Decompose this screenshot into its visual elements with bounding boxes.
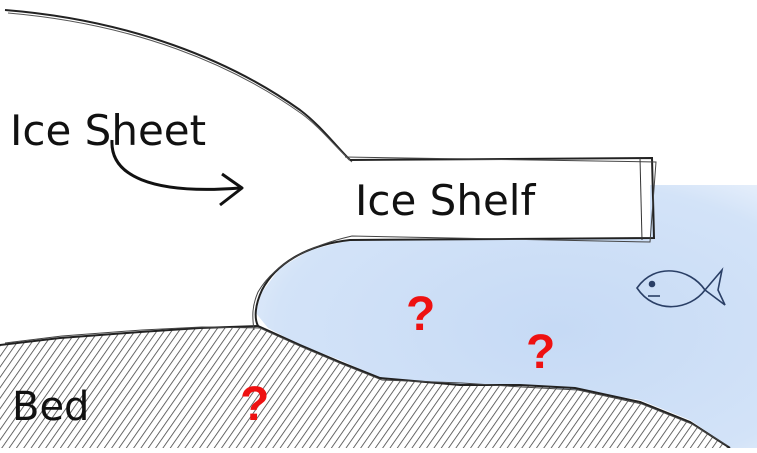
bed-surface-line-sketch [4,326,729,447]
ice-sheet-label: Ice Sheet [10,106,206,155]
ice-sheet-surface [4,9,351,161]
fish-icon [636,267,726,308]
ocean-water [255,185,757,448]
ice-shelf-outline [254,156,656,327]
ice-shelf-edge-extra [639,157,643,241]
question-mark-3: ? [240,378,269,431]
curved-arrow-icon [110,139,244,207]
ice-shelf-outline-sketch [252,156,657,331]
ice-shelf-label: Ice Shelf [355,176,536,225]
bed-label: Bed [12,384,89,430]
question-mark-1: ? [406,288,435,341]
bed-surface-line [0,324,731,449]
ice-sheet-surface-sketch [7,12,353,163]
bed-ground [0,326,730,448]
question-mark-2: ? [526,326,555,379]
